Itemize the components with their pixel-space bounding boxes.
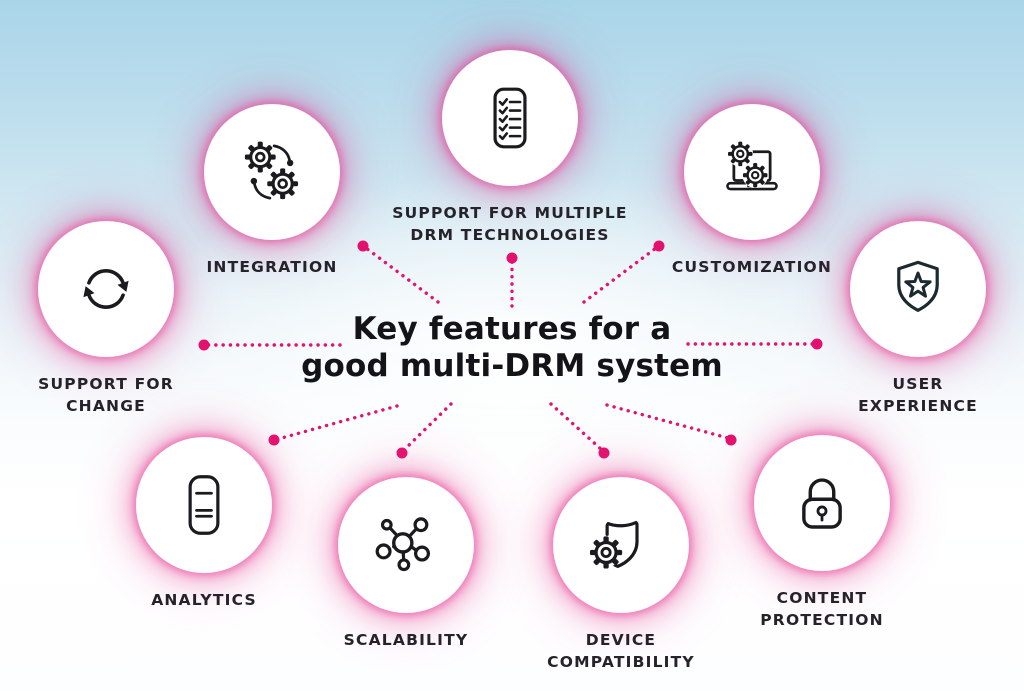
feature-label: USER EXPERIENCE: [858, 375, 978, 415]
feature-node-user-experience: USER EXPERIENCE: [793, 221, 1024, 417]
feature-circle: [754, 435, 890, 571]
feature-node-device-compatibility: DEVICE COMPATIBILITY: [496, 477, 746, 673]
feature-label: SUPPORT FOR CHANGE: [38, 375, 174, 415]
feature-node-content-protection: CONTENT PROTECTION: [697, 435, 947, 631]
feature-node-customization: CUSTOMIZATION: [627, 104, 877, 278]
feature-circle: [684, 104, 820, 240]
feature-label: DEVICE COMPATIBILITY: [547, 631, 695, 671]
padlock-icon: [802, 478, 842, 529]
feature-node-scalability: SCALABILITY: [281, 477, 531, 651]
feature-circle: [38, 221, 174, 357]
shield-star-icon: [897, 260, 939, 312]
feature-label: SCALABILITY: [343, 631, 469, 649]
checklist-icon: [493, 87, 527, 149]
feature-label: CONTENT PROTECTION: [760, 589, 884, 629]
gears-sync-icon: [243, 140, 300, 201]
feature-label: SUPPORT FOR MULTIPLE DRM TECHNOLOGIES: [392, 204, 628, 244]
feature-node-support-for-change: SUPPORT FOR CHANGE: [0, 221, 231, 417]
feature-node-support-multiple-drm: SUPPORT FOR MULTIPLE DRM TECHNOLOGIES: [355, 50, 665, 246]
network-nodes-icon: [375, 517, 430, 572]
feature-label: CUSTOMIZATION: [671, 258, 833, 276]
feature-node-analytics: ANALYTICS: [79, 437, 329, 611]
laptop-gear-icon: [726, 140, 778, 191]
page-title-line1: Key features for a: [352, 311, 672, 347]
feature-circle: [204, 104, 340, 240]
shield-gear-icon: [589, 520, 639, 571]
sync-arrows-icon: [83, 269, 129, 309]
feature-node-integration: INTEGRATION: [147, 104, 397, 278]
feature-label: ANALYTICS: [151, 591, 257, 609]
feature-circle: [442, 50, 578, 186]
page-title: Key features for a good multi-DRM system: [301, 311, 723, 385]
feature-label: INTEGRATION: [206, 258, 338, 276]
document-lines-icon: [188, 475, 220, 535]
feature-circle: [338, 477, 474, 613]
feature-circle: [850, 221, 986, 357]
page-title-line2: good multi-DRM system: [301, 348, 723, 384]
feature-circle: [136, 437, 272, 573]
feature-circle: [553, 477, 689, 613]
